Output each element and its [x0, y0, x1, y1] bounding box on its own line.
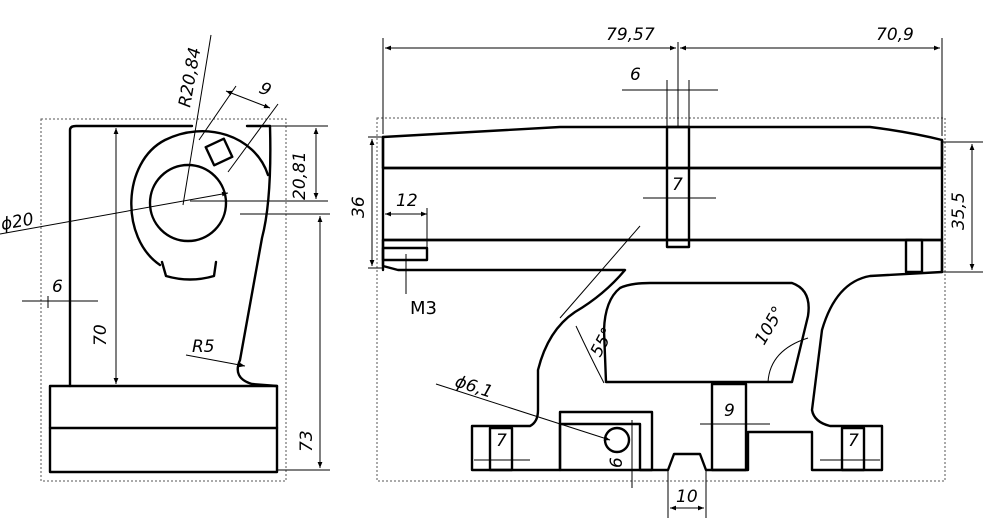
- front-view: [381, 125, 944, 472]
- label-d6-top: 6: [630, 65, 641, 85]
- label-d7957: 79,57: [606, 25, 655, 45]
- side-view: [0, 34, 330, 474]
- front-hole-9: [710, 382, 748, 472]
- front-view-frame: [376, 117, 946, 482]
- label-d10: 10: [676, 487, 698, 507]
- label-d9-bot: 9: [724, 401, 735, 421]
- side-notch: [160, 260, 218, 281]
- label-d7-slot: 7: [672, 175, 683, 195]
- front-m3-thread: [381, 246, 429, 262]
- front-bottom-slot: [558, 410, 654, 472]
- side-key-slot: [204, 137, 234, 167]
- r5-leader: [185, 354, 246, 368]
- label-m3: M3: [410, 298, 437, 319]
- phi61-leader: [435, 383, 611, 441]
- label-phi20: ϕ20: [0, 210, 35, 235]
- front-right-ear-hole: [840, 426, 866, 472]
- a55-leader: [559, 225, 641, 319]
- front-window: [602, 281, 810, 384]
- d9-dimline: [225, 90, 271, 109]
- label-d7-left: 7: [496, 431, 507, 451]
- front-dimensions: [368, 38, 983, 518]
- label-r5: R5: [192, 337, 215, 357]
- label-d6-bot: 6: [607, 457, 627, 468]
- label-a55: 55°: [587, 324, 619, 360]
- a105-arc: [767, 337, 809, 383]
- label-d73: 73: [297, 430, 317, 452]
- r2084-leader: [182, 34, 212, 206]
- label-d709: 70,9: [876, 25, 914, 45]
- label-d9: 9: [256, 78, 274, 101]
- label-a105: 105°: [751, 303, 789, 348]
- label-d12: 12: [396, 191, 418, 211]
- front-upper-beam: [381, 125, 944, 170]
- side-bore-circle: [148, 163, 228, 243]
- front-left-ear-hole: [488, 426, 514, 472]
- label-d2081: 20,81: [290, 151, 310, 200]
- side-ring-outline: [130, 130, 270, 267]
- label-d6-left: 6: [52, 277, 63, 297]
- side-body-outline: [68, 124, 279, 388]
- label-d36: 36: [349, 196, 369, 218]
- label-d70: 70: [91, 324, 111, 346]
- a55-arc: [575, 325, 605, 384]
- d9-ext-b: [227, 103, 279, 173]
- side-view-frame: [40, 118, 287, 482]
- front-right-pocket: [904, 238, 924, 274]
- label-d355: 35,5: [949, 192, 969, 230]
- label-d7-right: 7: [848, 431, 859, 451]
- label-phi61: ϕ6,1: [452, 372, 495, 403]
